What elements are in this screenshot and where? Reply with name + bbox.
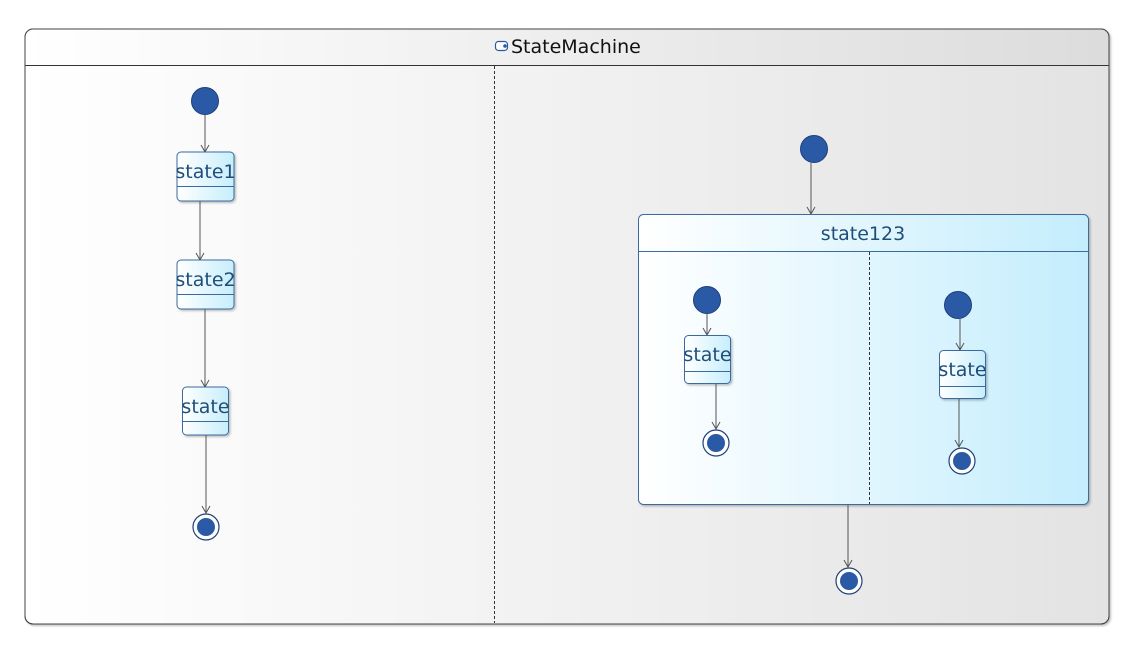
state-label: state bbox=[938, 359, 986, 381]
composite-state[interactable] bbox=[638, 214, 1089, 505]
machine-title-group: StateMachine bbox=[494, 36, 641, 58]
state-label: state bbox=[181, 396, 229, 418]
transition-edge[interactable] bbox=[201, 435, 211, 515]
transition-edge[interactable] bbox=[843, 505, 853, 569]
state-label: state2 bbox=[175, 269, 235, 291]
transition-edge[interactable] bbox=[711, 384, 721, 431]
initial-pseudostate[interactable] bbox=[693, 286, 721, 314]
composite-inner-right-region[interactable]: state bbox=[938, 291, 987, 475]
final-state[interactable] bbox=[835, 567, 863, 595]
state-label: state bbox=[683, 344, 731, 366]
right-region[interactable]: state123 state bbox=[638, 135, 1089, 595]
state-label: state1 bbox=[175, 161, 235, 183]
state-machine-icon bbox=[494, 40, 509, 52]
state-node[interactable] bbox=[684, 335, 731, 384]
machine-title: StateMachine bbox=[511, 36, 641, 58]
left-region[interactable]: state1 state2 state bbox=[175, 87, 236, 541]
initial-pseudostate[interactable] bbox=[191, 87, 219, 115]
final-state[interactable] bbox=[192, 513, 220, 541]
composite-label: state123 bbox=[821, 223, 905, 245]
state-node[interactable] bbox=[939, 350, 986, 399]
state-node[interactable] bbox=[176, 259, 235, 310]
final-state[interactable] bbox=[702, 429, 730, 457]
transition-edge[interactable] bbox=[954, 399, 964, 449]
initial-pseudostate[interactable] bbox=[800, 135, 828, 163]
final-state[interactable] bbox=[948, 447, 976, 475]
initial-pseudostate[interactable] bbox=[944, 291, 972, 319]
composite-inner-left-region[interactable]: state bbox=[683, 286, 732, 457]
state-node[interactable] bbox=[176, 151, 235, 202]
